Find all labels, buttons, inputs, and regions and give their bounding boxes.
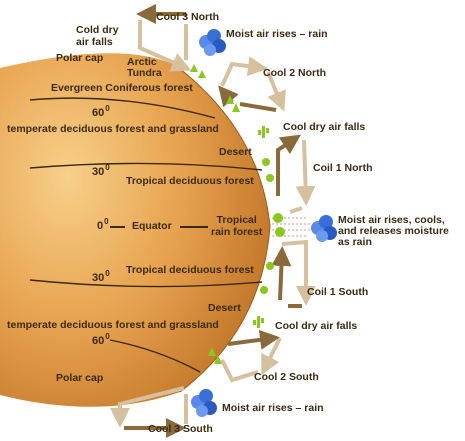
lat-60s-line [109,339,201,373]
tropical-deciduous-south-label: Tropical deciduous forest [126,264,254,276]
lat-60s-value: 60 [92,335,105,347]
arctic-line2: Tundra [127,67,162,79]
equator-label: Equator [132,220,172,232]
cell-coil1-north [276,134,316,214]
temperate-deciduous-north-label: temperate deciduous forest and grassland [7,123,219,135]
cell-coil1-south [271,239,316,308]
cool2-north-label: Cool 2 North [263,67,326,79]
rain-forest-line1: Tropical [216,214,257,226]
temperate-deciduous-south-label: temperate deciduous forest and grassland [7,319,219,331]
degree-sup: 0 [104,217,109,226]
degree-sup: 0 [105,104,110,113]
cold-dry-line2: air falls [76,36,113,48]
arctic-tundra-label: Arctic Tundra [127,57,162,79]
lat-60n-line [29,97,216,119]
cactus-icon [253,126,269,328]
cloud-icon [311,215,337,242]
cool-dry-air-falls-north-label: Cool dry air falls [283,121,366,133]
degree-sup: 0 [105,269,110,278]
lat-60n-value: 60 [92,107,105,119]
polar-cap-north-label: Polar cap [56,52,104,64]
cool-dry-air-falls-south-label: Cool dry air falls [275,320,358,332]
cool2-south-label: Cool 2 South [254,371,319,383]
globe [0,53,270,407]
tropical-rain-forest-label: Tropical rain forest [211,214,262,238]
equator-moist-line2: and releases moisture [338,225,449,237]
desert-north-label: Desert [219,146,252,158]
degree-sup: 0 [105,163,110,172]
cloud-icon [191,389,217,417]
rain-forest-line2: rain forest [211,226,263,238]
equator-moist-line3: as rain [338,236,372,248]
lat-60n-label: 600 [92,104,110,119]
arctic-line1: Arctic [127,56,157,68]
moist-air-rises-rain-south-label: Moist air rises – rain [222,402,324,414]
coil1-south-label: Coil 1 South [307,286,369,298]
tree-icon [190,64,240,112]
coil1-north-label: Coil 1 North [313,162,373,174]
cool3-south-label: Cool 3 South [148,423,213,435]
cloud-icon [199,29,226,56]
lat-30n-line [29,162,263,171]
tree-icon [208,158,285,364]
lat-30n-value: 30 [92,166,105,178]
moist-air-rises-rain-north-label: Moist air rises – rain [226,28,328,40]
equator-moist-line1: Moist air rises, cools, [338,214,445,226]
equator-moist-air-label: Moist air rises, cools, and releases moi… [338,215,449,248]
lat-0-label: 00 [97,217,109,232]
lat-0-value: 0 [97,220,104,232]
polar-cap-south-label: Polar cap [56,372,104,384]
desert-south-label: Desert [208,302,241,314]
evergreen-coniferous-label: Evergreen Coniferous forest [51,82,193,94]
tropical-deciduous-north-label: Tropical deciduous forest [126,175,254,187]
cold-dry-air-falls-label: Cold dry air falls [76,24,119,48]
lat-30s-value: 30 [92,272,105,284]
cool3-north-label: Cool 3 North [156,11,219,23]
cell-cool3-north [136,4,192,72]
lat-30s-line [29,279,263,288]
cell-cool3-south [110,386,188,438]
degree-sup: 0 [105,332,110,341]
cold-dry-line1: Cold dry [76,24,119,36]
lat-30s-label: 300 [92,269,110,284]
lat-30n-label: 300 [92,163,110,178]
cell-cool2-south [220,329,282,383]
lat-60s-label: 600 [92,332,110,347]
